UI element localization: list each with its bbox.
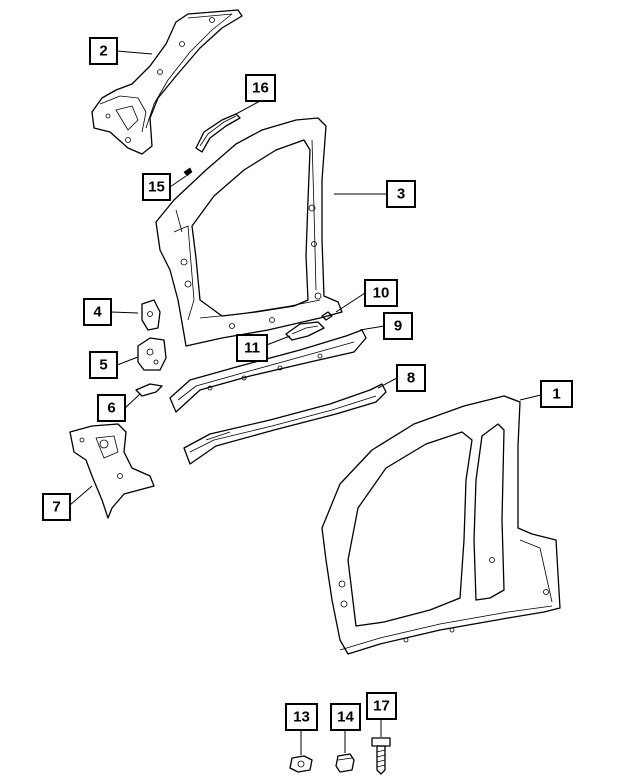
- leader-9: [359, 325, 385, 331]
- callout-1: 1: [540, 380, 573, 408]
- callout-4-label: 4: [93, 304, 102, 321]
- callout-7: 7: [42, 493, 71, 521]
- part-8-rocker-panel: [183, 383, 387, 465]
- leader-6: [124, 393, 141, 409]
- part-6-plate: [135, 383, 163, 397]
- leader-5: [116, 356, 139, 366]
- callout-10-label: 10: [373, 285, 390, 302]
- callout-6-label: 6: [107, 400, 115, 417]
- callout-5: 5: [89, 351, 118, 379]
- callout-2: 2: [89, 37, 118, 65]
- callout-17-label: 17: [373, 698, 390, 715]
- callout-10: 10: [364, 279, 398, 307]
- callout-7-label: 7: [52, 499, 60, 516]
- callout-13-label: 13: [293, 709, 310, 726]
- callout-8: 8: [396, 364, 426, 392]
- leader-2: [116, 50, 153, 55]
- callout-3: 3: [386, 180, 416, 208]
- callout-15: 15: [142, 173, 171, 201]
- part-7-hinge-pillar-lower: [69, 423, 155, 519]
- callout-5-label: 5: [99, 357, 107, 374]
- part-11-sill-bracket: [285, 321, 325, 341]
- callout-11: 11: [236, 334, 268, 362]
- leader-4: [110, 311, 139, 314]
- part-9-sill-reinforcement: [169, 329, 367, 413]
- part-13-nut: [289, 755, 313, 773]
- callout-6: 6: [97, 394, 126, 422]
- part-4-bracket: [141, 299, 161, 331]
- callout-14: 14: [330, 703, 361, 731]
- callout-15-label: 15: [148, 179, 165, 196]
- callout-14-label: 14: [337, 709, 354, 726]
- part-16-seal-strip: [195, 113, 241, 153]
- part-17-bolt: [371, 737, 391, 775]
- part-2-a-pillar-reinforcement: [91, 9, 243, 155]
- callout-16-label: 16: [252, 80, 269, 97]
- leader-7: [69, 485, 93, 506]
- callout-8-label: 8: [407, 370, 415, 387]
- part-1-body-side-aperture-outer: [321, 395, 561, 655]
- callout-9-label: 9: [394, 318, 402, 335]
- part-14-cage-nut: [335, 753, 355, 773]
- leader-15: [169, 175, 187, 188]
- leader-10: [335, 292, 366, 313]
- leader-8: [377, 377, 398, 389]
- callout-2-label: 2: [99, 43, 107, 60]
- part-5-hinge-reinforcement: [137, 337, 167, 371]
- part-3-body-side-aperture-inner: [155, 117, 343, 347]
- part-15-clip: [183, 167, 193, 177]
- leader-1: [519, 394, 542, 401]
- callout-9: 9: [383, 312, 413, 340]
- callout-17: 17: [366, 692, 397, 720]
- leader-11: [263, 335, 291, 347]
- callout-13: 13: [285, 703, 318, 731]
- part-10-clip: [321, 311, 333, 321]
- leader-16: [235, 100, 261, 115]
- callout-3-label: 3: [397, 186, 405, 203]
- callout-4: 4: [83, 298, 112, 326]
- callout-1-label: 1: [552, 386, 560, 403]
- callout-16: 16: [245, 74, 276, 102]
- callout-11-label: 11: [244, 340, 260, 357]
- leader-lines: [69, 50, 542, 755]
